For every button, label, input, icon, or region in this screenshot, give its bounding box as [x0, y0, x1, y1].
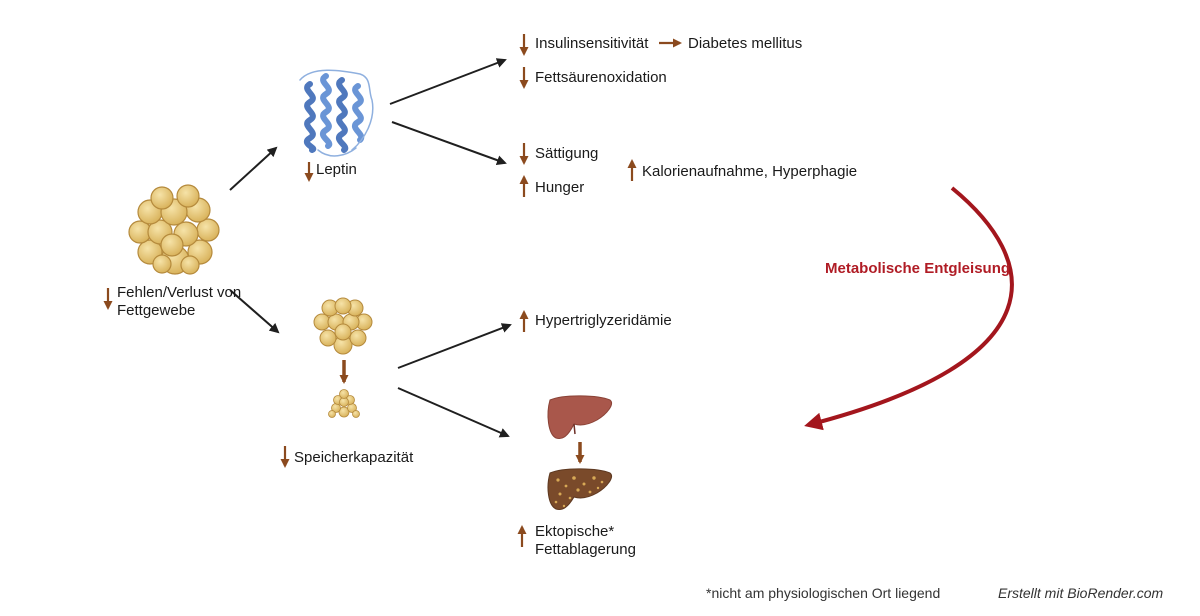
diabetes-label: Diabetes mellitus: [688, 35, 803, 52]
calories-label: Kalorienaufnahme, Hyperphagie: [642, 163, 858, 180]
metabolic-curve-arrow: [804, 186, 1014, 431]
fat-tissue-medium-icon: [313, 297, 373, 355]
loss-label: Fehlen/Verlust von Fettgewebe: [117, 284, 242, 319]
fat-tissue-small-icon: [328, 389, 360, 418]
fatty-liver-icon: [547, 468, 612, 510]
fatty-acid-label: Fettsäurenoxidation: [535, 69, 667, 86]
footnote: *nicht am physiologischen Ort liegend: [706, 585, 941, 601]
arrow-to-hypertrig: [397, 323, 512, 369]
liver-icon: [547, 395, 612, 439]
arrow-to-satiety: [391, 121, 507, 165]
arrow-to-insulin: [389, 58, 507, 105]
ectopic-label: Ektopische* Fettablagerung: [535, 523, 636, 558]
metabolic-label: Metabolische Entgleisung: [825, 260, 1011, 277]
credit: Erstellt mit BioRender.com: [998, 585, 1164, 601]
fat-tissue-icon: [128, 184, 220, 275]
arrow-to-liver: [397, 387, 510, 438]
hunger-label: Hunger: [535, 179, 585, 196]
arrow-to-leptin: [229, 146, 278, 191]
leptin-protein-icon: [299, 69, 374, 157]
storage-label: Speicherkapazität: [294, 449, 414, 466]
insulin-label: Insulinsensitivität: [535, 35, 649, 52]
arrow-to-storage: [229, 289, 280, 334]
leptin-label: Leptin: [316, 161, 357, 178]
hypertrig-label: Hypertriglyzeridämie: [535, 312, 672, 329]
satiety-label: Sättigung: [535, 145, 599, 162]
